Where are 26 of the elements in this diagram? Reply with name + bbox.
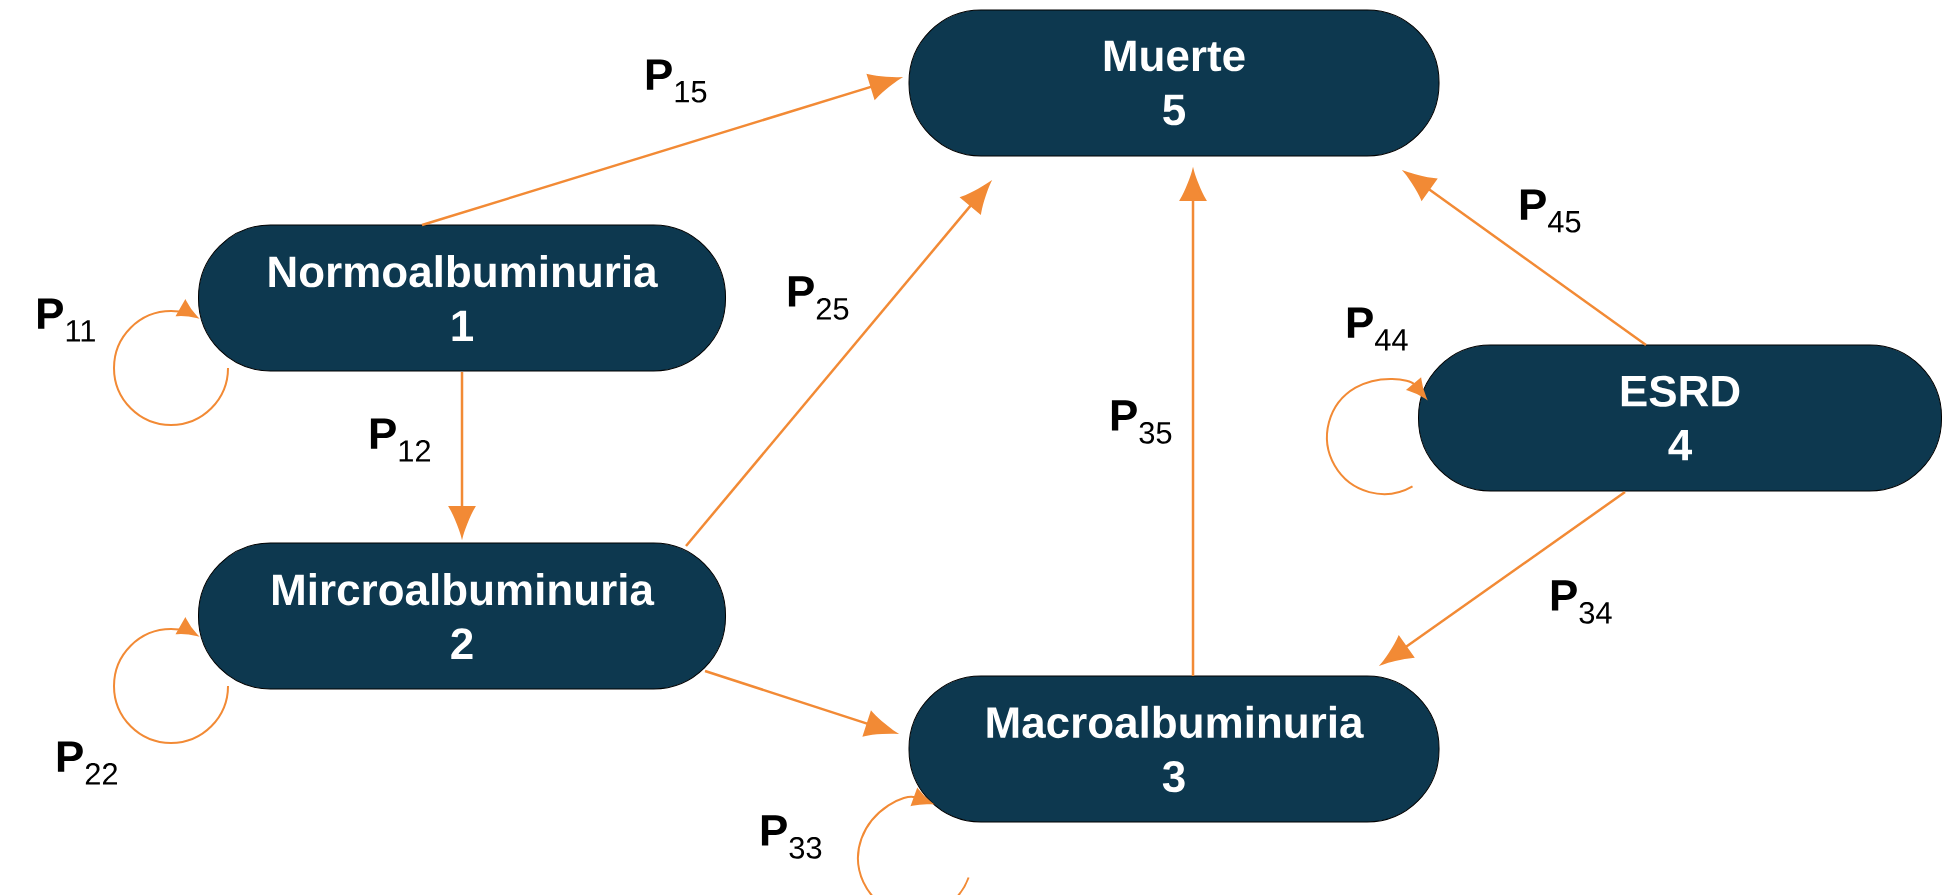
arrow <box>421 74 900 227</box>
self-loop-arrow <box>113 618 229 744</box>
arrow <box>449 372 475 537</box>
state-box: Mircroalbuminuria 2 <box>198 542 726 690</box>
state-box: Muerte 5 <box>908 9 1440 157</box>
arrow <box>685 182 991 547</box>
arrow <box>1180 170 1206 676</box>
arrow <box>704 669 896 737</box>
edge-label: P$_{44}$ <box>1343 306 1411 352</box>
edge-label: P$_{11}$ <box>34 297 98 343</box>
state-box: Normoalbuminuria 1 <box>198 224 726 372</box>
self-loop-arrow <box>857 788 970 895</box>
edge-label: P$_{45}$ <box>1516 188 1584 234</box>
arrow <box>1381 491 1626 665</box>
edge-label: P$_{33}$ <box>757 814 825 860</box>
state-box: ESRD 4 <box>1418 344 1942 492</box>
self-loop-arrow <box>113 300 229 426</box>
edge-label: P$_{15}$ <box>642 58 710 104</box>
arrow <box>1404 171 1647 347</box>
edge-label: P$_{25}$ <box>784 275 852 321</box>
edge-label: P$_{35}$ <box>1107 399 1175 445</box>
edge-label: P$_{22}$ <box>53 740 121 786</box>
self-loop-arrow <box>1326 377 1427 496</box>
edge-label: P$_{34}$ <box>1547 579 1615 625</box>
edge-label: P$_{12}$ <box>366 417 434 463</box>
state-box: Macroalbuminuria 3 <box>908 675 1440 823</box>
